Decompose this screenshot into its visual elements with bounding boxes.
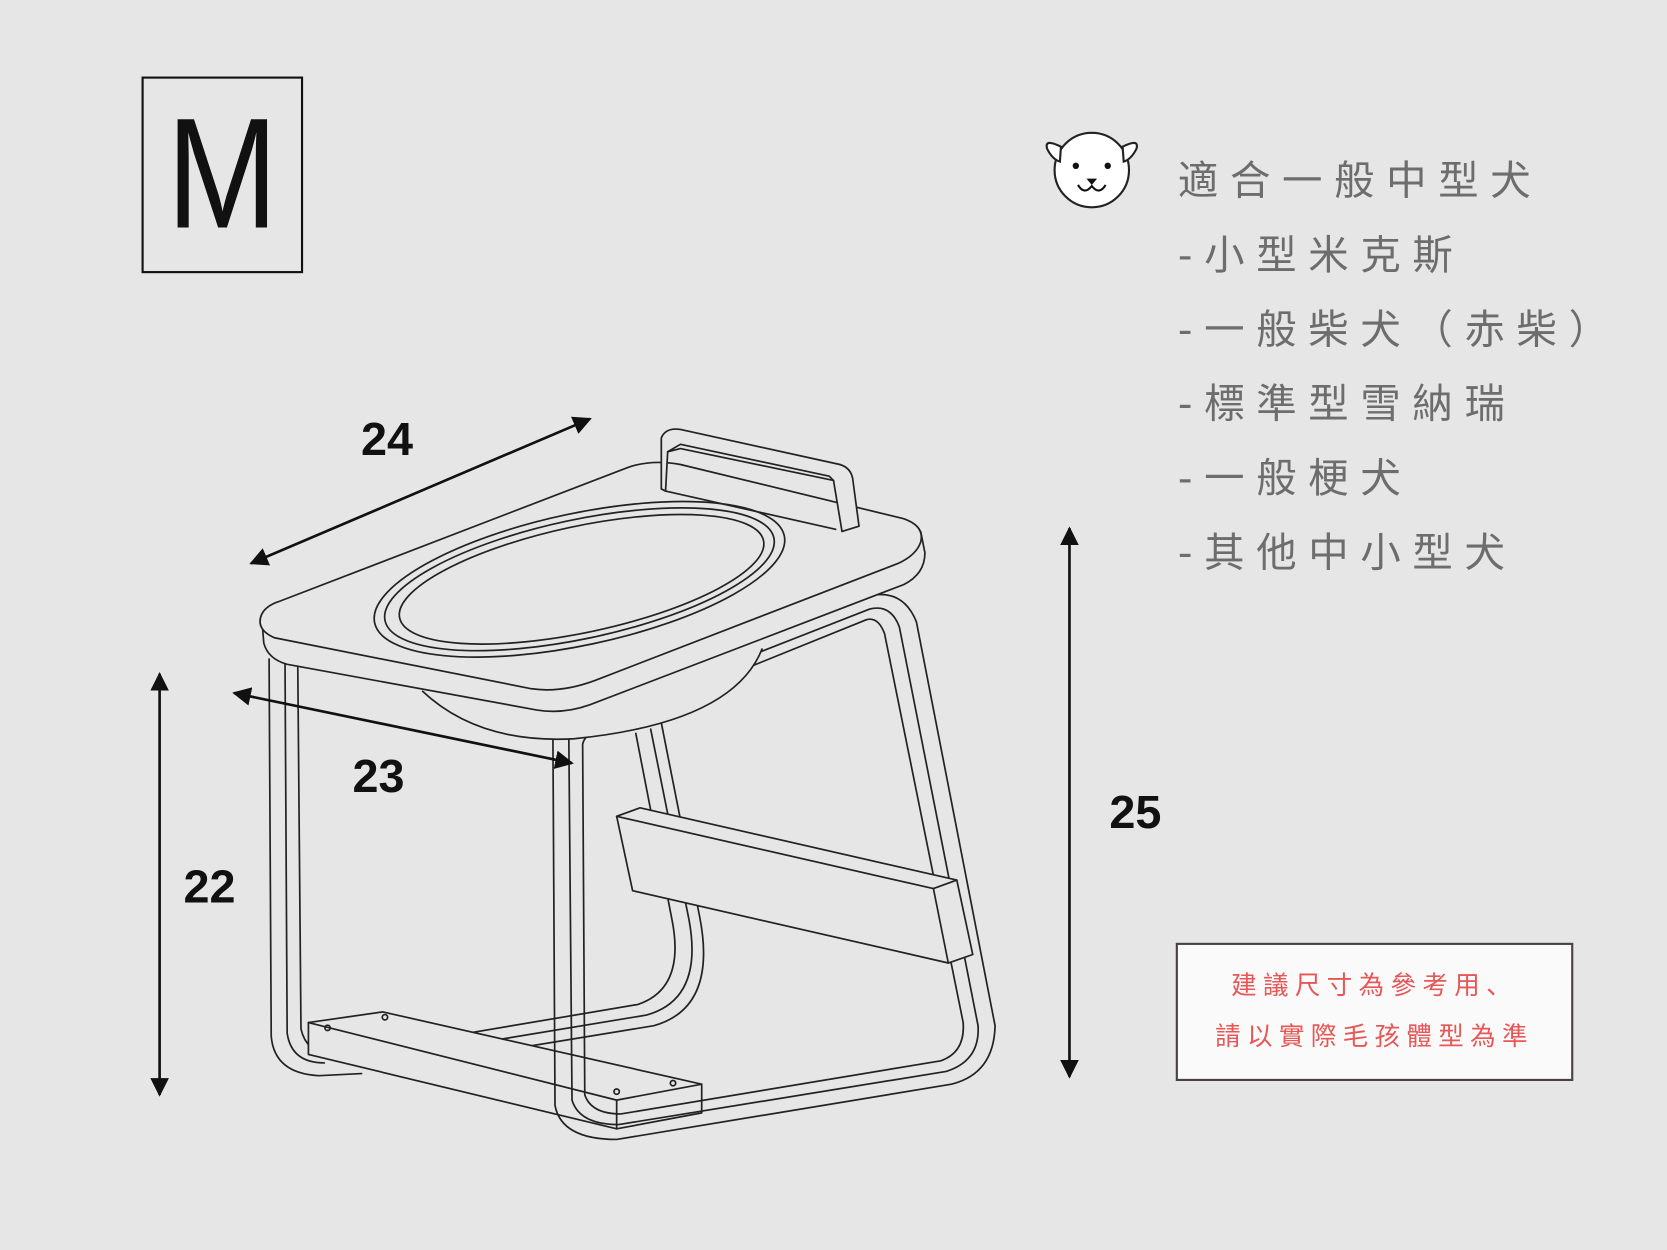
suitable-item: -小型米克斯 — [1178, 232, 1465, 279]
size-label: M — [167, 85, 278, 261]
suitable-item: -一般梗犬 — [1178, 455, 1413, 502]
depth-arrow — [232, 687, 574, 769]
note-line-1: 建議尺寸為參考用、 — [1231, 971, 1518, 1001]
note-line-2: 請以實際毛孩體型為準 — [1215, 1022, 1534, 1052]
depth-label: 23 — [353, 750, 405, 802]
suitable-item: -其他中小型犬 — [1178, 530, 1517, 577]
leg-height-label: 22 — [184, 860, 236, 912]
total-height-label: 25 — [1109, 786, 1161, 838]
width-label: 24 — [361, 413, 413, 465]
suitable-title: 適合一般中型犬 — [1178, 158, 1542, 205]
note-box: 建議尺寸為參考用、 請以實際毛孩體型為準 — [1175, 942, 1574, 1081]
suitable-item: -一般柴犬（赤柴） — [1178, 306, 1621, 353]
suitable-item: -標準型雪納瑞 — [1178, 381, 1517, 428]
width-arrow — [249, 416, 592, 566]
size-badge: M — [141, 76, 304, 274]
dog-face-icon — [1045, 131, 1138, 209]
